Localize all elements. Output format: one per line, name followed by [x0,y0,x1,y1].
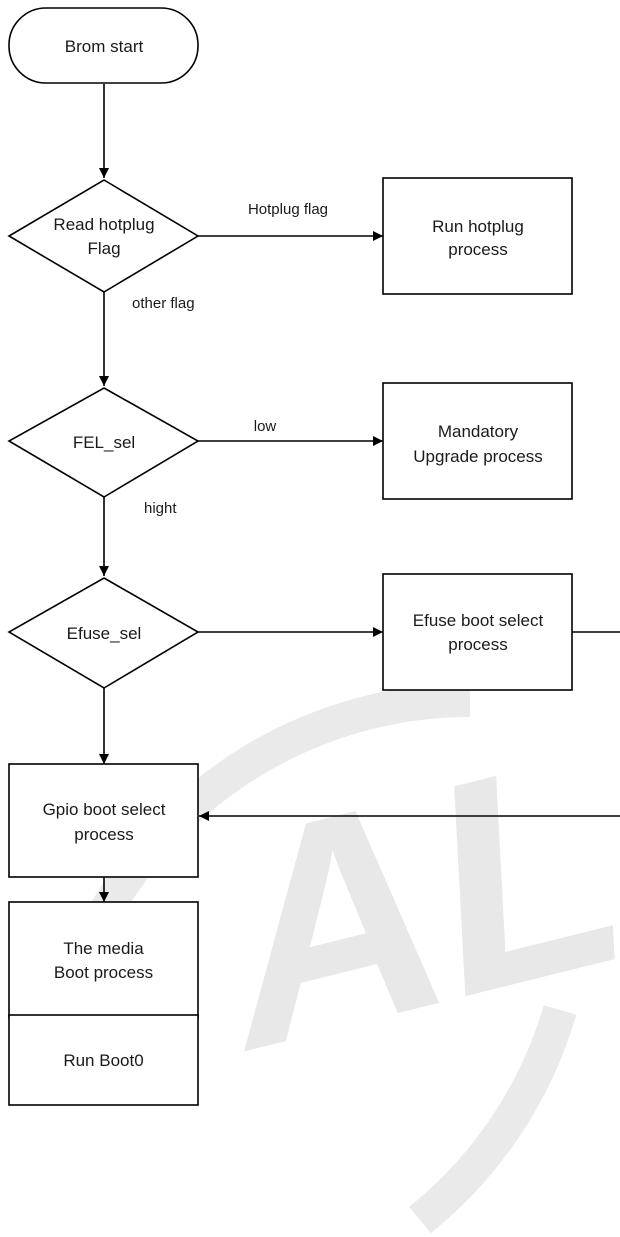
node-efuse-boot-select-label-2: process [448,635,508,654]
edge-label-hotplug-flag: Hotplug flag [248,201,328,218]
node-fel-sel: FEL_sel [7,387,200,498]
node-gpio-boot-select-label-2: process [74,825,134,844]
node-mandatory-upgrade: Mandatory Upgrade process [382,382,573,500]
node-run-boot0-label-1: Run Boot0 [63,1051,143,1070]
node-run-hotplug: Run hotplug process [382,177,573,295]
node-run-hotplug-label-1: Run hotplug [432,217,524,236]
node-efuse-sel: Efuse_sel [7,577,200,689]
node-media-boot-label-2: Boot process [54,963,153,982]
node-read-hotplug-label-1: Read hotplug [53,215,154,234]
node-efuse-sel-label: Efuse_sel [67,624,142,643]
node-run-boot0: Run Boot0 [8,1014,199,1106]
edge-label-other-flag: other flag [132,295,195,312]
node-fel-sel-label: FEL_sel [73,433,135,452]
node-run-hotplug-label-2: process [448,240,508,259]
node-mandatory-upgrade-label-2: Upgrade process [413,447,542,466]
node-mandatory-upgrade-label-1: Mandatory [438,422,519,441]
node-efuse-boot-select: Efuse boot select process [382,573,573,691]
node-brom-start: Brom start [8,7,199,84]
edges [99,84,620,1015]
node-gpio-boot-select-label-1: Gpio boot select [43,800,166,819]
edge-label-hight: hight [144,500,177,517]
node-media-boot-label-1: The media [63,939,144,958]
edge-label-low: low [254,418,277,435]
node-read-hotplug: Read hotplug Flag [7,179,200,293]
node-efuse-boot-select-label-1: Efuse boot select [413,611,544,630]
node-read-hotplug-label-2: Flag [87,239,120,258]
node-brom-start-label: Brom start [65,37,144,56]
node-gpio-boot-select: Gpio boot select process [8,763,199,878]
